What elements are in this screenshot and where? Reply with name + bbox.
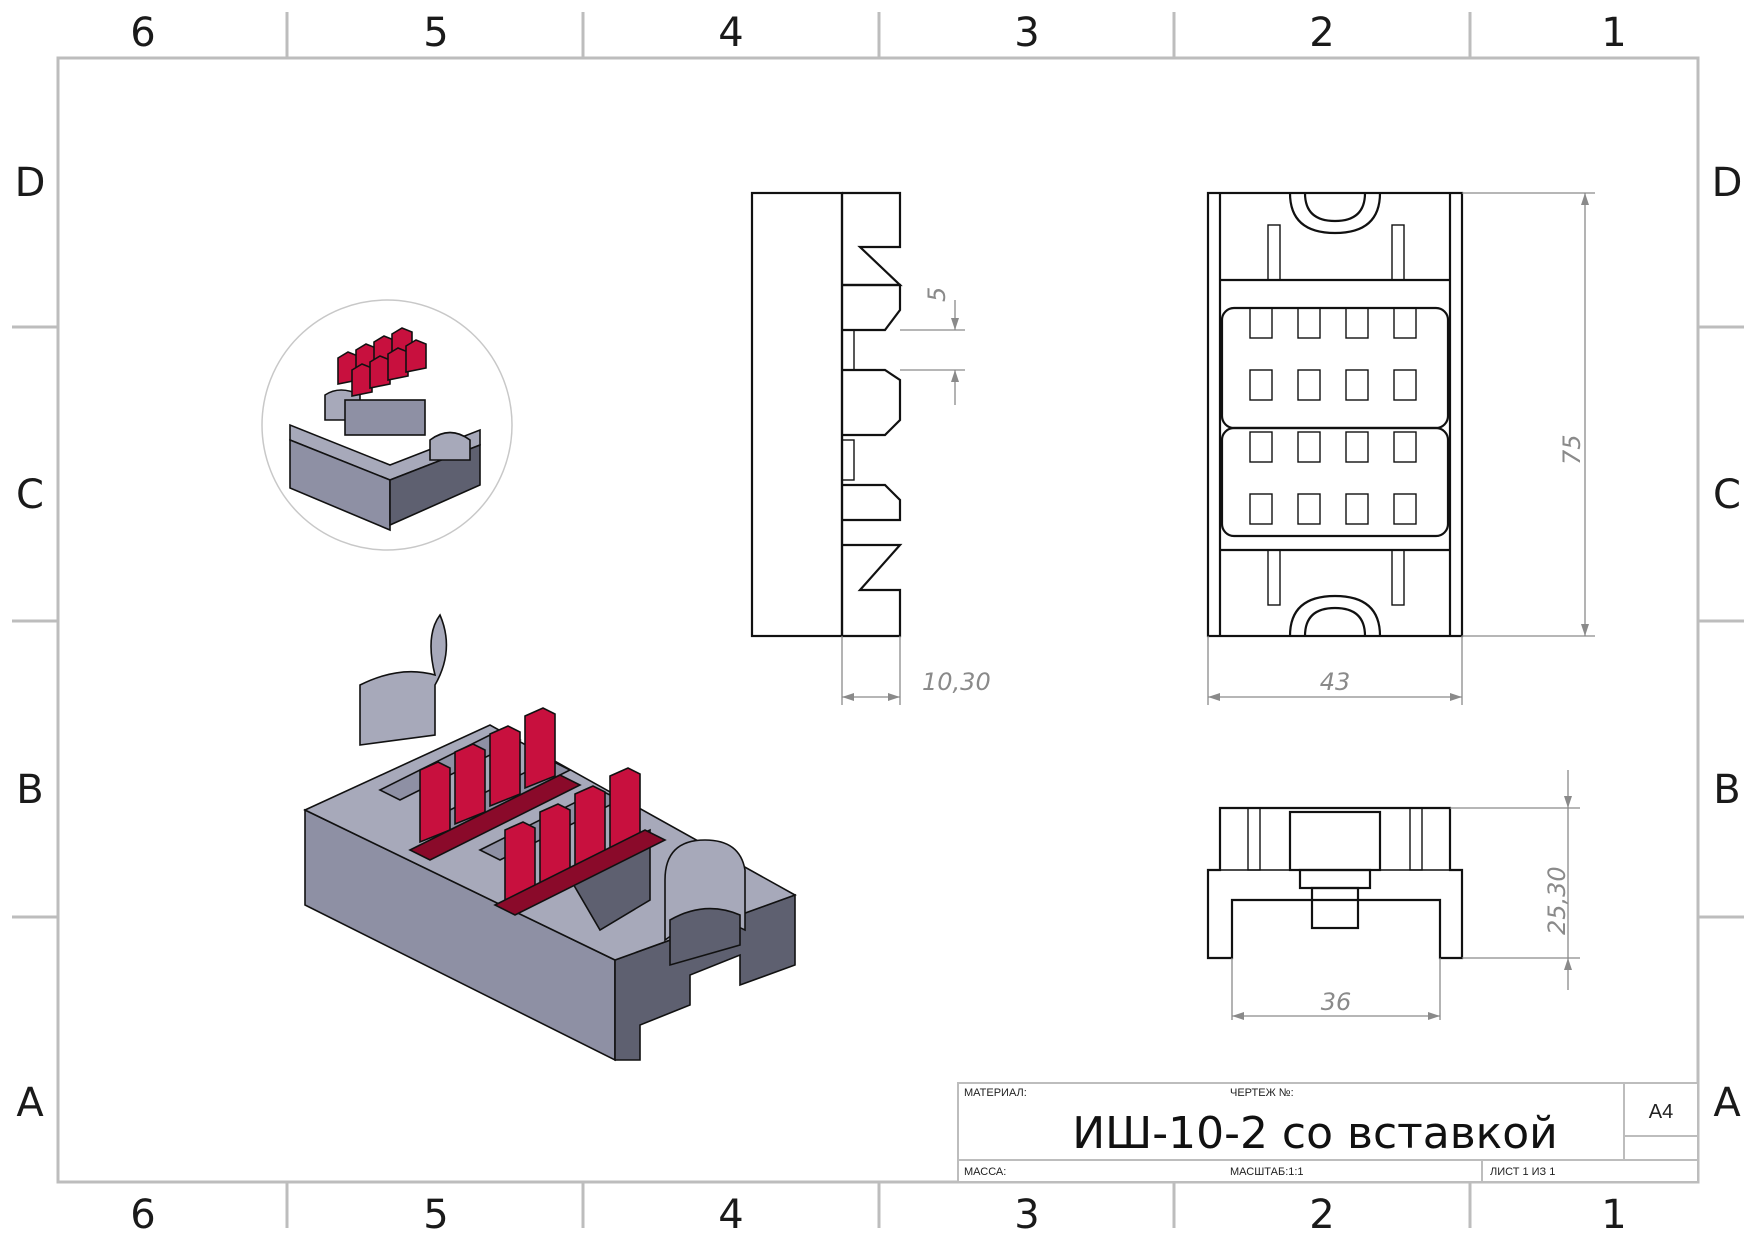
detail-circle	[261, 299, 513, 551]
iso-insert-6	[539, 803, 571, 886]
zone-top-5: 5	[423, 10, 448, 56]
zone-right-d: D	[1712, 160, 1743, 206]
iso-insert-1	[419, 761, 451, 844]
sheet-frame	[56, 56, 1700, 1184]
zone-right-c: C	[1713, 472, 1741, 518]
dim-front-width: 36	[1321, 988, 1352, 1016]
zone-bottom-3: 3	[1014, 1192, 1039, 1238]
tb-format: A4	[1649, 1101, 1673, 1123]
zone-right-b: B	[1713, 767, 1740, 813]
tb-title: ИШ-10-2 со вставкой	[1072, 1108, 1558, 1159]
zone-top-3: 3	[1014, 10, 1039, 56]
iso-insert-4	[524, 707, 556, 790]
top-view: 75 43	[1206, 191, 1595, 705]
dim-side-pitch: 5	[923, 287, 951, 302]
zone-bottom-4: 4	[718, 1192, 743, 1238]
zone-labels-left: D C B A	[15, 160, 46, 1126]
zone-top-2: 2	[1309, 10, 1334, 56]
dim-front-height: 25,30	[1543, 866, 1571, 935]
zone-left-c: C	[16, 472, 44, 518]
tb-sheet-label: ЛИСТ 1 ИЗ 1	[1490, 1166, 1555, 1178]
zone-labels-bottom: 6 5 4 3 2 1	[130, 1192, 1626, 1238]
zone-bottom-2: 2	[1309, 1192, 1334, 1238]
dim-top-width: 43	[1320, 668, 1351, 696]
top-view-outline	[1206, 191, 1464, 638]
zone-top-4: 4	[718, 10, 743, 56]
zone-bottom-6: 6	[130, 1192, 155, 1238]
zone-labels-right: D C B A	[1712, 160, 1743, 1126]
tb-scale-label: МАСШТАБ:1:1	[1230, 1166, 1304, 1178]
side-view: 5 10,30	[750, 191, 991, 705]
zone-left-d: D	[15, 160, 46, 206]
detail-iso-part	[289, 327, 481, 532]
zone-bottom-1: 1	[1601, 1192, 1626, 1238]
iso-insert-8	[609, 767, 641, 850]
top-view-contacts	[1249, 307, 1417, 525]
zone-left-a: A	[16, 1080, 44, 1126]
tb-drawing-no-label: ЧЕРТЕЖ №:	[1230, 1087, 1294, 1099]
front-view: 25,30 36	[1206, 770, 1580, 1020]
detail-circle-view	[261, 299, 513, 551]
side-view-body	[750, 191, 844, 638]
iso-insert-3	[489, 725, 521, 808]
iso-view	[303, 613, 797, 1062]
dim-side-width: 10,30	[922, 668, 991, 696]
zone-top-1: 1	[1601, 10, 1626, 56]
zone-left-b: B	[16, 767, 43, 813]
zone-right-a: A	[1713, 1080, 1741, 1126]
iso-insert-7	[574, 785, 606, 868]
iso-insert-2	[454, 743, 486, 826]
zone-ticks	[12, 12, 1744, 1228]
tb-material-label: МАТЕРИАЛ:	[964, 1087, 1027, 1099]
iso-insert-5	[504, 821, 536, 904]
title-block: МАТЕРИАЛ: ЧЕРТЕЖ №: ИШ-10-2 со вставкой …	[957, 1082, 1699, 1183]
tb-mass-label: МАССА:	[964, 1166, 1006, 1178]
dim-top-height: 75	[1558, 434, 1586, 465]
zone-labels-top: 6 5 4 3 2 1	[130, 10, 1626, 56]
zone-top-6: 6	[130, 10, 155, 56]
iso-left-cup	[359, 613, 448, 746]
zone-bottom-5: 5	[423, 1192, 448, 1238]
iso-base-side	[614, 893, 796, 1061]
front-view-outline	[1206, 806, 1464, 960]
